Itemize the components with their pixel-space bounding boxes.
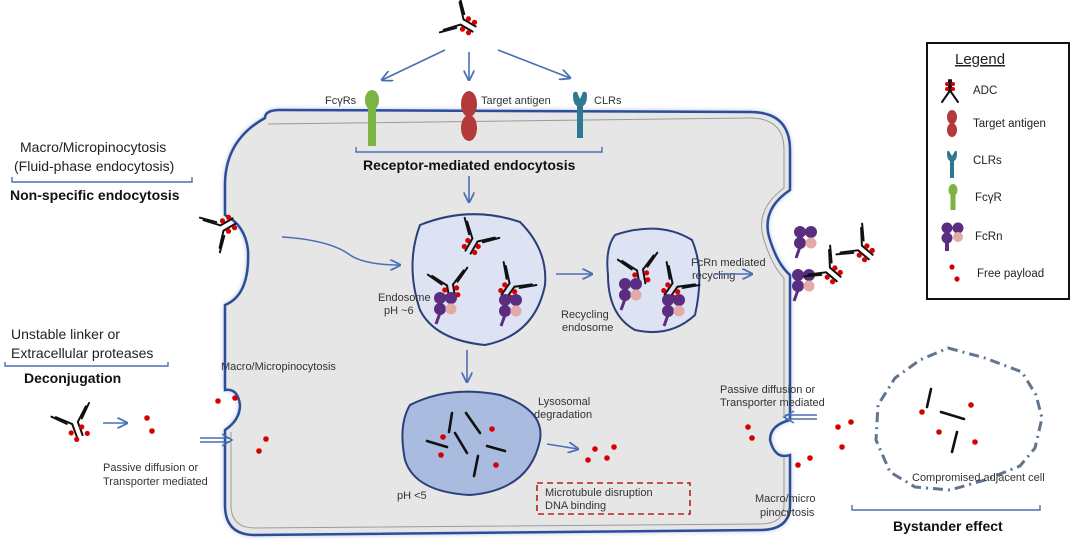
arrow-lysosome-to-payload	[546, 444, 578, 449]
recycling-endosome	[606, 227, 701, 334]
deconjugated-adc-icon	[50, 402, 100, 444]
arrow-nonspecific-to-endosome	[281, 236, 400, 265]
legend-title: Legend	[955, 51, 1005, 68]
target-antigen-icon	[461, 91, 477, 141]
recycling-endosome-label: Recycling	[561, 309, 609, 321]
free-payload-dot	[749, 435, 755, 441]
compromised-adjacent-cell	[874, 346, 1044, 492]
mechanism-line1: Microtubule disruption	[545, 487, 653, 499]
free-payload-dot	[263, 436, 269, 442]
right-macro-label: Macro/micro	[755, 493, 816, 505]
deconjugation-line1: Unstable linker or	[11, 326, 120, 342]
lysosome	[401, 390, 542, 497]
legend-label-target-antigen: Target antigen	[973, 118, 1046, 130]
left-passive-label: Passive diffusion or	[103, 462, 199, 474]
free-payload-dot	[745, 424, 751, 430]
fcgr-icon	[948, 184, 958, 210]
fcrn-recycling-label-2: recycling	[692, 270, 735, 282]
free-payload-dot	[256, 448, 262, 454]
fcgr-receptor-icon	[365, 90, 379, 146]
right-passive-label: Passive diffusion or	[720, 384, 816, 396]
nonspecific-endocytosis-label: Non-specific endocytosis	[10, 187, 180, 203]
deconjugation-label: Deconjugation	[24, 370, 121, 386]
right-passive-label-2: Transporter mediated	[720, 397, 825, 409]
target-antigen-icon	[947, 110, 957, 137]
left-passive-label-2: Transporter mediated	[103, 476, 208, 488]
free-payload-dot	[835, 424, 841, 430]
lysosome-ph-label: pH <5	[397, 490, 427, 502]
right-macro-label-2: pinocytosis	[760, 507, 815, 519]
receptor-mediated-endocytosis-label: Receptor-mediated endocytosis	[363, 157, 576, 173]
free-payload-dot	[848, 419, 854, 425]
membrane-fcrn-group	[790, 222, 885, 303]
compromised-cell-label: Compromised adjacent cell	[912, 472, 1045, 484]
legend-label-adc: ADC	[973, 85, 997, 97]
bystander-brace	[851, 505, 1041, 511]
passive-diffusion-arrows-right	[782, 410, 817, 424]
free-payload-dot	[839, 444, 845, 450]
legend-label-fcrn: FcRn	[975, 231, 1002, 243]
nonspecific-line2: (Fluid-phase endocytosis)	[14, 158, 174, 174]
lysosomal-degradation-label-2: degradation	[534, 409, 592, 421]
endosome-ph-label: pH ~6	[384, 305, 414, 317]
nonspecific-line1: Macro/Micropinocytosis	[20, 139, 166, 155]
released-payload	[585, 444, 617, 463]
legend-label-free-payload: Free payload	[977, 268, 1044, 280]
passive-diffusion-arrows-left	[200, 433, 234, 447]
recycling-endosome-label-2: endosome	[562, 322, 613, 334]
endosome	[411, 213, 547, 347]
target-antigen-label: Target antigen	[481, 95, 551, 107]
arrow-to-fcgr	[382, 49, 446, 80]
free-payload-dot	[215, 398, 221, 404]
free-payload-dot	[144, 415, 150, 421]
deconjugation-brace	[4, 362, 169, 367]
free-payload-dot	[807, 455, 813, 461]
clr-icon	[947, 150, 957, 178]
endosome-label: Endosome	[378, 292, 431, 304]
clr-label: CLRs	[594, 95, 622, 107]
legend: Legend ADC Target antigen CLRs FcγR	[926, 42, 1070, 300]
mechanism-line2: DNA binding	[545, 500, 606, 512]
free-payload-dot	[795, 462, 801, 468]
left-macro-label: Macro/Micropinocytosis	[221, 361, 336, 373]
deconjugation-line2: Extracellular proteases	[11, 345, 153, 361]
fcrn-recycling-label: FcRn mediated	[691, 257, 766, 269]
free-payload-icon	[949, 264, 960, 282]
clr-receptor-icon	[573, 91, 587, 138]
top-adc-icon	[438, 0, 486, 48]
legend-label-clrs: CLRs	[973, 155, 1002, 167]
legend-label-fcgr: FcγR	[975, 192, 1002, 204]
fcgr-label: FcγRs	[325, 95, 357, 107]
bystander-effect-label: Bystander effect	[893, 518, 1003, 534]
free-payload-dot	[232, 395, 238, 401]
free-payload-dot	[149, 428, 155, 434]
arrow-to-clr	[497, 49, 570, 78]
adc-icon	[941, 79, 959, 103]
lysosomal-degradation-label: Lysosomal	[538, 396, 590, 408]
receptor-brace	[355, 147, 603, 153]
mechanism-box: Microtubule disruption DNA binding	[536, 482, 691, 515]
fcrn-icon	[941, 222, 964, 251]
nonspecific-brace	[11, 177, 193, 183]
